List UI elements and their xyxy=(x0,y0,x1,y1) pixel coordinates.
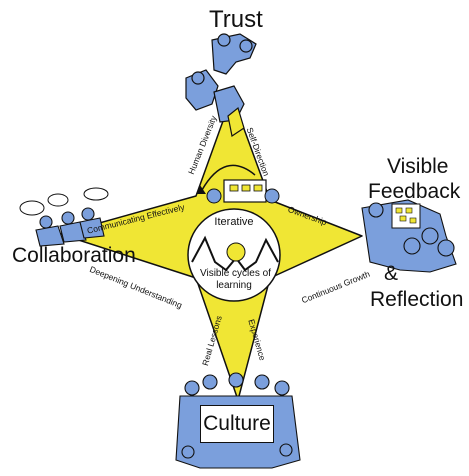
feedback-label: Feedback xyxy=(368,180,461,203)
learning-caption-line2: learning xyxy=(216,280,252,291)
feedback-people-illustration xyxy=(361,199,457,273)
trust-people-illustration xyxy=(185,33,257,137)
collaboration-label: Collaboration xyxy=(12,244,136,267)
visible-label: Visible xyxy=(387,155,449,178)
iterative-title: Iterative xyxy=(214,216,254,228)
collaboration-people-illustration xyxy=(19,187,109,247)
feedback-board-icon xyxy=(206,179,280,204)
trust-label: Trust xyxy=(209,6,263,33)
learning-dot xyxy=(226,242,246,262)
learning-caption-line1: Visible cycles of xyxy=(200,268,271,279)
ampersand-label: & xyxy=(384,262,399,285)
reflection-label: Reflection xyxy=(370,288,464,311)
culture-label: Culture xyxy=(200,405,274,443)
cycle-arrow-icon xyxy=(201,164,256,191)
